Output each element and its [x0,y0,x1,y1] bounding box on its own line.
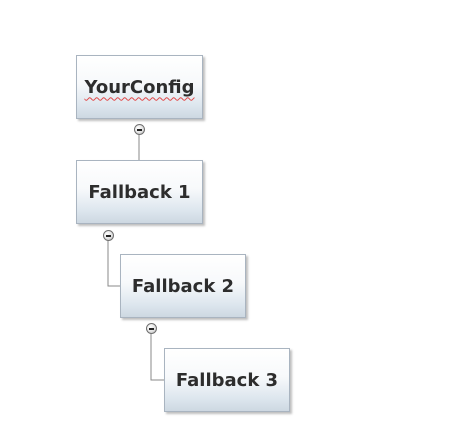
node-fallback-1[interactable]: Fallback 1 [76,160,203,224]
node-yourconfig[interactable]: YourConfig [76,55,203,119]
node-label: YourConfig [84,76,195,98]
node-fallback-2[interactable]: Fallback 2 [120,254,246,318]
connector-fb1-fb2 [107,236,120,287]
node-fallback-3[interactable]: Fallback 3 [164,348,290,412]
node-label: Fallback 2 [131,275,235,297]
node-label: Fallback 3 [175,369,279,391]
collapse-icon-fallback-2[interactable] [146,323,157,334]
node-label: Fallback 1 [88,181,191,203]
collapse-icon-fallback-1[interactable] [103,230,114,241]
connector-fb2-fb3 [150,328,164,381]
collapse-icon-yourconfig[interactable] [134,124,145,135]
